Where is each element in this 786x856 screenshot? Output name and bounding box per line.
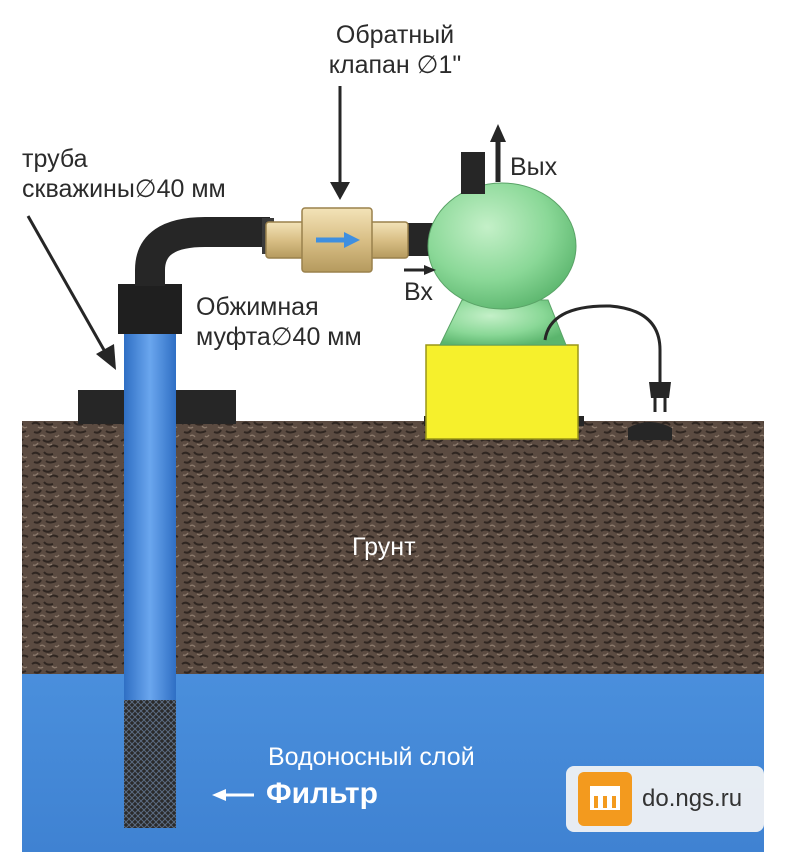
label-well-pipe-line1: труба — [22, 145, 88, 173]
pump-body — [427, 182, 577, 310]
pump-base — [425, 344, 579, 440]
inlet-arrow-head — [424, 265, 436, 275]
well-pipe-pointer-head — [96, 344, 116, 370]
check-valve-pointer-head — [330, 182, 350, 200]
outlet-arrow-head — [490, 124, 506, 142]
suction-hose — [135, 217, 270, 286]
label-soil: Грунт — [352, 533, 416, 561]
watermark: do.ngs.ru — [566, 766, 764, 832]
filter — [124, 700, 176, 828]
watermark-text: do.ngs.ru — [642, 785, 743, 812]
well-pipe-pointer — [26, 215, 106, 351]
label-aquifer: Водоносный слой — [268, 743, 475, 771]
plug-icon — [649, 382, 671, 398]
site-logo-icon — [578, 772, 632, 826]
label-filter: Фильтр — [266, 777, 378, 810]
label-well-pipe-line2: скважины∅40 мм — [22, 175, 226, 203]
socket — [628, 422, 672, 440]
outlet-pipe — [461, 152, 485, 194]
label-coupling-line2: муфта∅40 мм — [196, 323, 362, 351]
well-pipe — [124, 330, 176, 700]
label-check-valve-line2: клапан ∅1" — [328, 51, 462, 79]
filter-pointer-head — [212, 789, 226, 801]
label-outlet: Вых — [510, 153, 558, 181]
compression-coupling — [118, 284, 182, 334]
label-inlet: Вх — [404, 278, 433, 306]
power-cord — [543, 304, 662, 384]
flow-arrow-head — [344, 232, 360, 248]
label-coupling-line1: Обжимная — [196, 293, 319, 321]
label-check-valve-line1: Обратный — [335, 21, 455, 49]
